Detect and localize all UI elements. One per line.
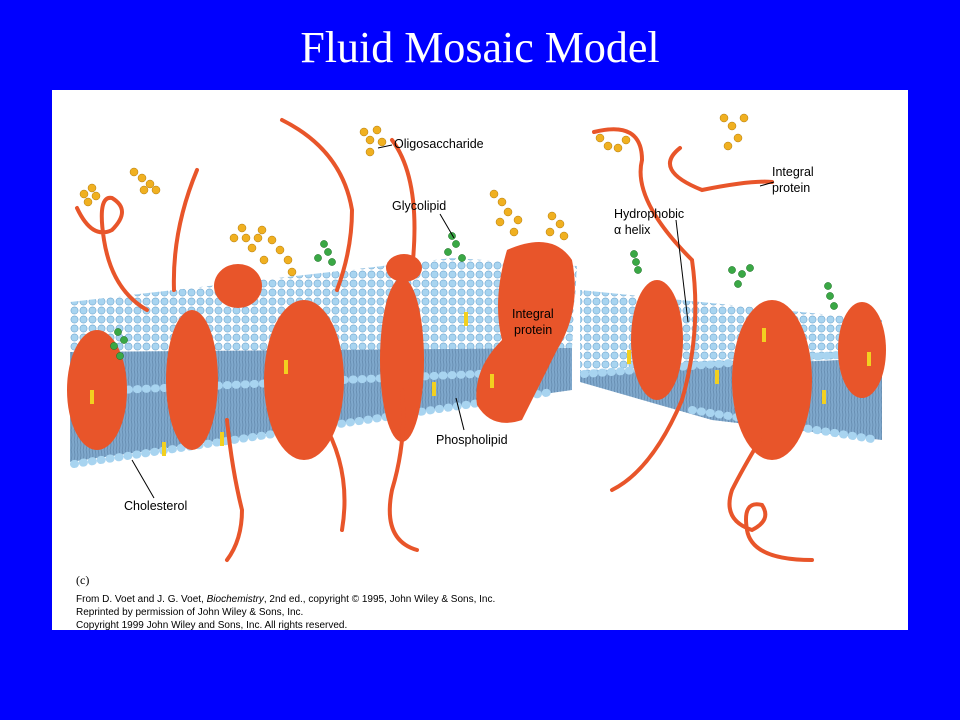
label-cholesterol: Cholesterol <box>124 499 187 513</box>
label-glycolipid: Glycolipid <box>392 199 446 213</box>
label-integral-protein-top-line2: protein <box>772 181 810 195</box>
slide-title: Fluid Mosaic Model <box>300 23 660 72</box>
label-oligosaccharide: Oligosaccharide <box>394 137 484 151</box>
integral-proteins <box>67 242 886 460</box>
label-integral-protein-mid-line1: Integral <box>512 307 554 321</box>
glycolipid-chains <box>110 232 838 360</box>
diagram-panel: Oligosaccharide Glycolipid Integral prot… <box>52 90 908 632</box>
membrane-diagram: Oligosaccharide Glycolipid Integral prot… <box>67 113 886 562</box>
label-integral-protein-top-line1: Integral <box>772 165 814 179</box>
label-integral-protein-mid-line2: protein <box>514 323 552 337</box>
credit-block: (c) From D. Voet and J. G. Voet, Biochem… <box>76 574 495 632</box>
credit-line-1: From D. Voet and J. G. Voet, Biochemistr… <box>76 594 496 605</box>
leader-lines <box>131 144 775 499</box>
membrane-top-surface-right <box>580 290 882 372</box>
cholesterol-molecules <box>90 312 871 456</box>
label-hydrophobic-line1: Hydrophobic <box>614 207 684 221</box>
credit-line-2: Reprinted by permission of John Wiley & … <box>76 607 304 618</box>
oligosaccharide-chains <box>79 113 749 277</box>
label-hydrophobic-line2: α helix <box>614 223 651 237</box>
panel-tag: (c) <box>76 573 90 587</box>
label-phospholipid: Phospholipid <box>436 433 508 447</box>
credit-line-3: Copyright 1999 John Wiley and Sons, Inc.… <box>76 620 348 631</box>
protein-strands <box>75 118 814 562</box>
